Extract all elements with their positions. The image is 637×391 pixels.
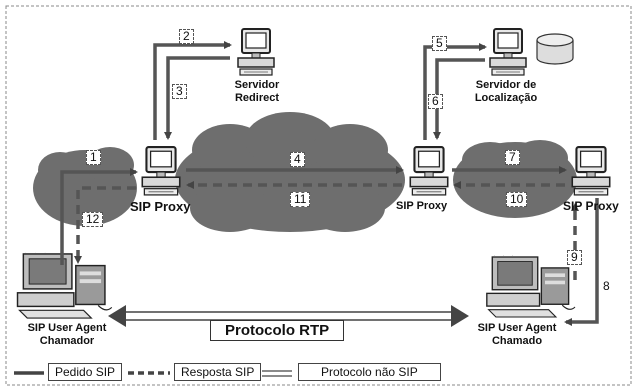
caller-label-2: Chamador [39, 335, 95, 347]
sip-proxy-right-label: SIP Proxy [563, 199, 619, 213]
legend-request-label: Pedido SIP [48, 363, 123, 381]
sip-proxy-center-label: SIP Proxy [396, 200, 448, 212]
callee-label-1: SIP User Agent [477, 322, 557, 334]
rtp-label: Protocolo RTP [210, 320, 345, 341]
redirect-server-label-2: Redirect [234, 92, 280, 104]
callee-label-2: Chamado [491, 335, 543, 347]
step-1: 1 [86, 150, 101, 165]
caller-label-1: SIP User Agent [27, 322, 107, 334]
request-arrows [60, 41, 599, 326]
sip-proxy-left-label: SIP Proxy [130, 199, 191, 214]
sip-proxy-center-icon [409, 146, 449, 196]
step-11: 11 [290, 192, 311, 207]
step-5: 5 [432, 36, 447, 51]
step-3: 3 [172, 84, 187, 99]
center-cloud [175, 112, 405, 232]
step-8: 8 [603, 279, 610, 293]
sip-proxy-right-icon [571, 146, 611, 196]
redirect-server-label-1: Servidor [234, 79, 280, 91]
response-arrows [74, 181, 579, 280]
legend-non-sip-label: Protocolo não SIP [298, 363, 441, 381]
rtp-double-arrow [108, 305, 469, 327]
location-server-label-1: Servidor de [475, 79, 537, 91]
redirect-server-icon [237, 28, 275, 76]
callee-workstation-icon [486, 255, 576, 318]
step-7: 7 [505, 150, 520, 165]
sip-proxy-left-icon [141, 146, 181, 196]
legend-response-label: Resposta SIP [174, 363, 262, 381]
step-10: 10 [506, 192, 528, 207]
location-server-label-2: Localização [474, 92, 538, 104]
location-server-icon [489, 28, 527, 76]
step-6: 6 [428, 94, 443, 109]
step-4: 4 [290, 152, 305, 167]
step-12: 12 [82, 212, 104, 227]
database-icon [536, 33, 574, 65]
caller-workstation-icon [16, 252, 113, 319]
step-9: 9 [567, 250, 582, 265]
legend-swatches [14, 370, 292, 377]
step-2: 2 [179, 29, 194, 44]
diagram-border [5, 5, 632, 386]
